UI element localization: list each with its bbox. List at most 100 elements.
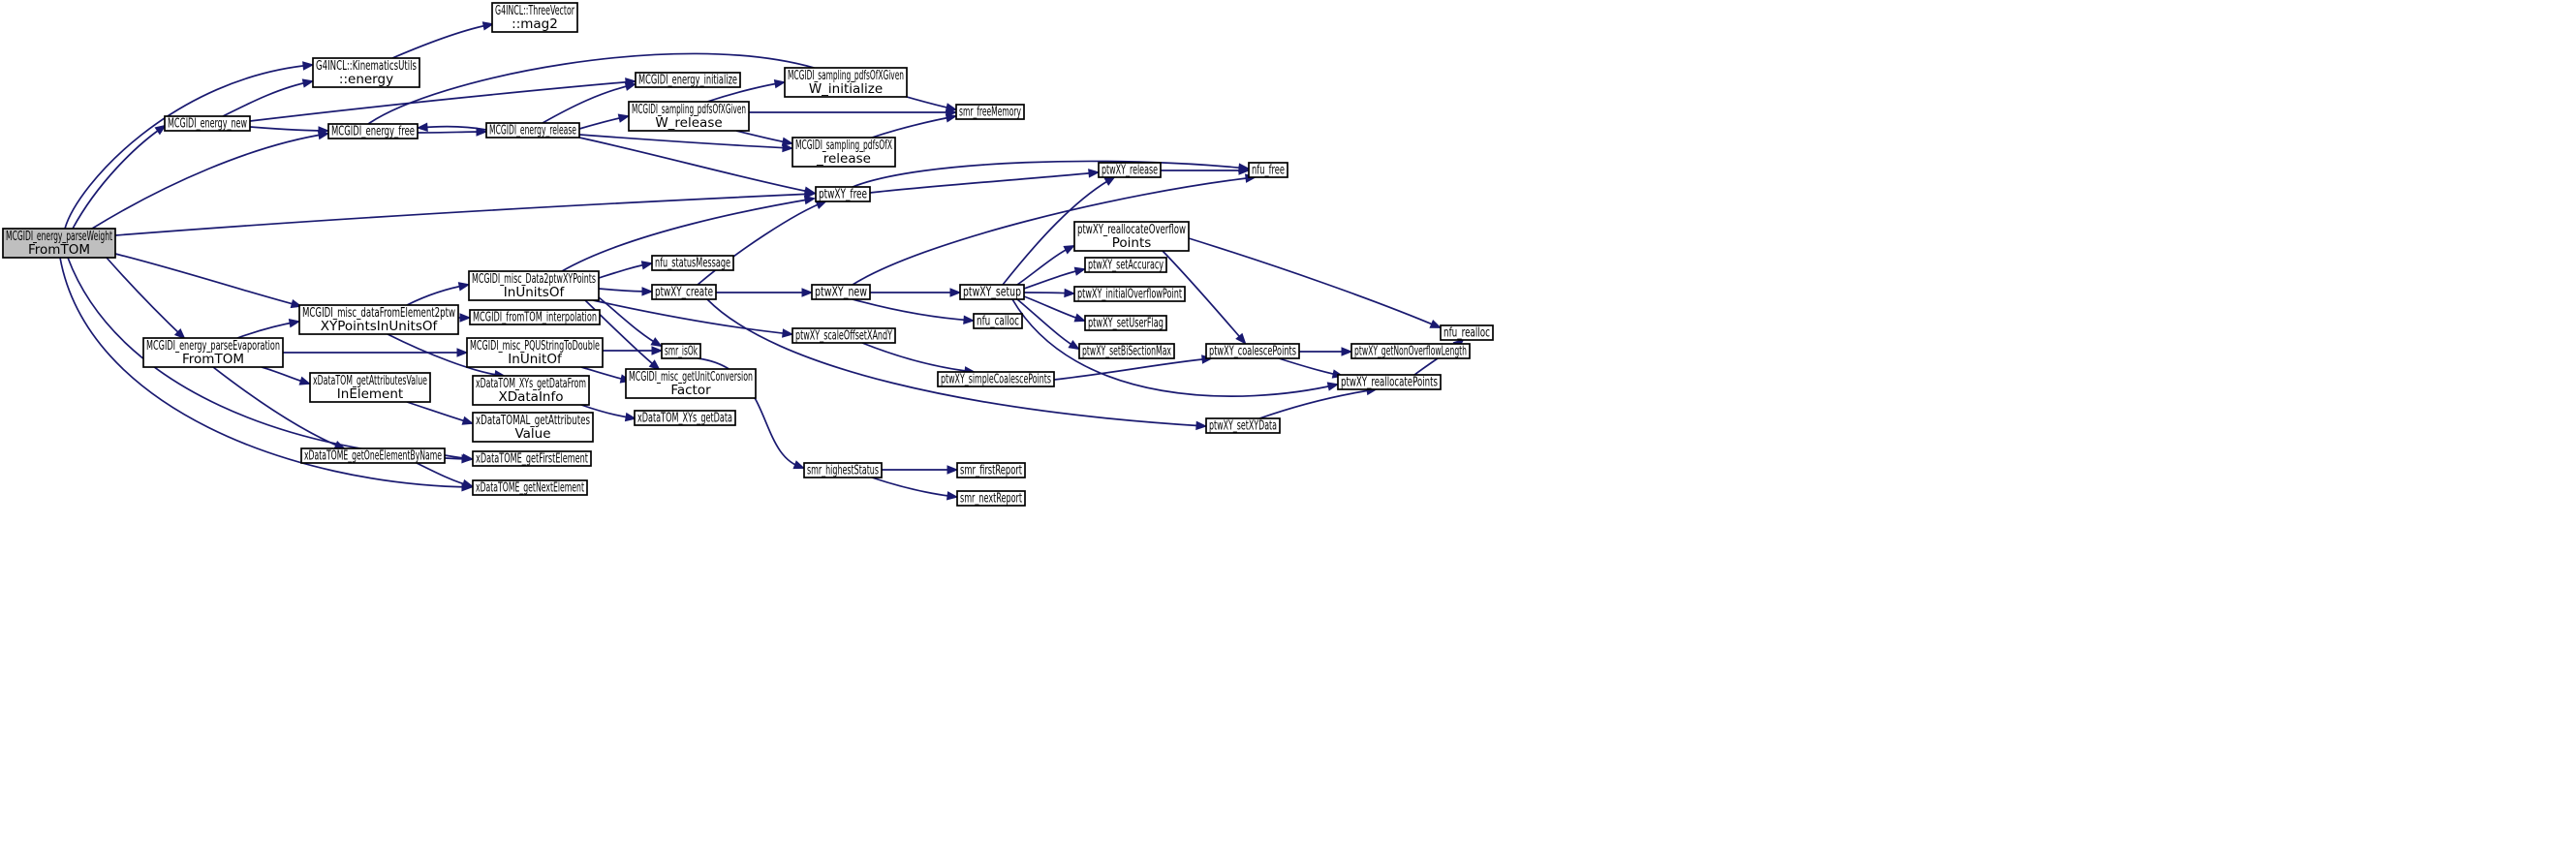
edge-line bbox=[1162, 250, 1246, 344]
edge-data2ptwXY-to-ptwXY_scaleOffsetXAndY bbox=[592, 299, 794, 338]
edge-line bbox=[697, 200, 826, 286]
node-box bbox=[628, 101, 750, 132]
node-ptwXY_setXYData[interactable]: ptwXY_setXYData bbox=[1205, 417, 1281, 434]
edge-line bbox=[91, 133, 328, 230]
node-getNextElement[interactable]: xDataTOME_getNextElement bbox=[472, 479, 588, 496]
edge-energy_release-to-sampling_w_release bbox=[578, 113, 631, 130]
arrowhead-icon bbox=[1068, 339, 1081, 351]
node-box bbox=[164, 115, 251, 132]
arrowhead-icon bbox=[946, 491, 959, 501]
node-ptwXY_initialOverflowPoint[interactable]: ptwXY_initialOverflowPoint bbox=[1073, 286, 1186, 302]
node-nfu_statusMessage[interactable]: nfu_statusMessage bbox=[651, 255, 734, 271]
arrowhead-icon bbox=[298, 376, 312, 385]
node-nfu_free[interactable]: nfu_free bbox=[1248, 162, 1288, 178]
edge-root-to-dataFromElement bbox=[114, 253, 303, 309]
node-ptwXY_coalescePoints[interactable]: ptwXY_coalescePoints bbox=[1205, 343, 1300, 359]
node-energy_release[interactable]: MCGIDI_energy_release bbox=[485, 122, 580, 139]
node-ptwXY_reallocatePoints[interactable]: ptwXY_reallocatePoints bbox=[1337, 374, 1442, 390]
node-label: xDataTOME_getFirstElement bbox=[476, 451, 588, 467]
node-ptwXY_scaleOffsetXAndY[interactable]: ptwXY_scaleOffsetXAndY bbox=[791, 327, 896, 344]
node-label: ptwXY_setBiSectionMax bbox=[1082, 344, 1171, 359]
node-label: FromTOM bbox=[182, 352, 244, 367]
arrowhead-icon bbox=[782, 142, 794, 153]
node-ptwXY_release[interactable]: ptwXY_release bbox=[1098, 162, 1162, 178]
node-label: ptwXY_setUserFlag bbox=[1088, 316, 1164, 331]
node-label: ptwXY_setAccuracy bbox=[1088, 258, 1164, 273]
node-label: ::energy bbox=[339, 72, 393, 87]
edge-dataFromElement-to-fromTOM_interpolation bbox=[458, 313, 472, 323]
node-kin_energy[interactable]: G4INCL::KinematicsUtils::energy bbox=[312, 57, 420, 88]
node-smr_freeMemory[interactable]: smr_freeMemory bbox=[955, 104, 1025, 120]
edge-parseEvaporation-to-getAttributesValueInElement bbox=[261, 366, 312, 385]
edge-line bbox=[578, 134, 792, 149]
node-label: smr_nextReport bbox=[960, 491, 1022, 507]
node-ptwXY_setBiSectionMax[interactable]: ptwXY_setBiSectionMax bbox=[1078, 343, 1175, 359]
edge-smr_isOk-to-smr_highestStatus bbox=[697, 357, 806, 470]
node-dataFromElement[interactable]: MCGIDI_misc_dataFromElement2ptwXYPointsI… bbox=[298, 304, 459, 335]
node-box bbox=[142, 337, 284, 368]
node-ptwXY_getNonOverflowLength[interactable]: ptwXY_getNonOverflowLength bbox=[1350, 343, 1471, 359]
node-box bbox=[1073, 286, 1186, 302]
node-getFirstElement[interactable]: xDataTOME_getFirstElement bbox=[472, 450, 592, 467]
node-label: ptwXY_reallocatePoints bbox=[1341, 375, 1438, 390]
edge-line bbox=[236, 321, 299, 339]
edge-line bbox=[869, 171, 1099, 194]
node-box bbox=[937, 371, 1055, 387]
node-label: ptwXY_free bbox=[819, 187, 867, 202]
node-smr_isOk[interactable]: smr_isOk bbox=[661, 343, 701, 359]
node-box bbox=[956, 462, 1026, 478]
arrowhead-icon bbox=[801, 288, 814, 297]
edge-line bbox=[387, 333, 505, 377]
node-energy_new[interactable]: MCGIDI_energy_new bbox=[164, 115, 251, 132]
node-threevector_mag2[interactable]: G4INCL::ThreeVector::mag2 bbox=[491, 2, 578, 33]
edge-line bbox=[871, 477, 957, 498]
arrowhead-icon bbox=[416, 122, 428, 133]
node-label: smr_freeMemory bbox=[959, 105, 1021, 120]
node-xys_getData[interactable]: xDataTOM_XYs_getData bbox=[634, 410, 736, 426]
edge-ptwXY_scaleOffsetXAndY-to-ptwXY_simpleCoalescePoints bbox=[861, 342, 977, 376]
arrowhead-icon bbox=[1341, 347, 1353, 356]
node-sampling_x_release[interactable]: MCGIDI_sampling_pdfsOfX_release bbox=[791, 137, 896, 168]
node-ptwXY_setAccuracy[interactable]: ptwXY_setAccuracy bbox=[1084, 257, 1167, 273]
node-box bbox=[791, 137, 896, 168]
node-toml_getAttributesValue[interactable]: xDataTOMAL_getAttributesValue bbox=[472, 412, 594, 443]
node-box bbox=[791, 327, 896, 344]
node-label: ::mag2 bbox=[512, 16, 558, 32]
node-box bbox=[1337, 374, 1442, 390]
node-ptwXY_setUserFlag[interactable]: ptwXY_setUserFlag bbox=[1084, 315, 1167, 331]
node-smr_highestStatus[interactable]: smr_highestStatus bbox=[803, 462, 883, 478]
node-ptwXY_setup[interactable]: ptwXY_setup bbox=[959, 284, 1025, 300]
node-fromTOM_interpolation[interactable]: MCGIDI_fromTOM_interpolation bbox=[469, 309, 601, 325]
node-energy_initialize[interactable]: MCGIDI_energy_initialize bbox=[635, 72, 741, 88]
edge-line bbox=[406, 401, 473, 424]
node-smr_firstReport[interactable]: smr_firstReport bbox=[956, 462, 1026, 478]
edge-line bbox=[72, 125, 166, 230]
node-label: G4INCL::ThreeVector bbox=[495, 3, 574, 18]
node-getOneElementByName[interactable]: xDataTOME_getOneElementByName bbox=[300, 447, 446, 464]
edge-line bbox=[706, 298, 1206, 427]
node-ptwXY_new[interactable]: ptwXY_new bbox=[811, 284, 871, 300]
node-nfu_calloc[interactable]: nfu_calloc bbox=[973, 313, 1023, 329]
arrowhead-icon bbox=[461, 416, 475, 425]
node-smr_nextReport[interactable]: smr_nextReport bbox=[956, 490, 1026, 507]
arrowhead-icon bbox=[462, 453, 475, 463]
node-ptwXY_create[interactable]: ptwXY_create bbox=[651, 284, 717, 300]
edge-line bbox=[592, 299, 792, 335]
node-nfu_realloc[interactable]: nfu_realloc bbox=[1440, 324, 1494, 341]
node-ptwXY_simpleCoalescePoints[interactable]: ptwXY_simpleCoalescePoints bbox=[937, 371, 1055, 387]
node-ptwXY_free[interactable]: ptwXY_free bbox=[815, 186, 871, 202]
node-box bbox=[466, 337, 604, 368]
node-box bbox=[651, 255, 734, 271]
node-label: MCGIDI_sampling_pdfsOfX bbox=[795, 138, 892, 153]
node-energy_free[interactable]: MCGIDI_energy_free bbox=[327, 123, 419, 139]
